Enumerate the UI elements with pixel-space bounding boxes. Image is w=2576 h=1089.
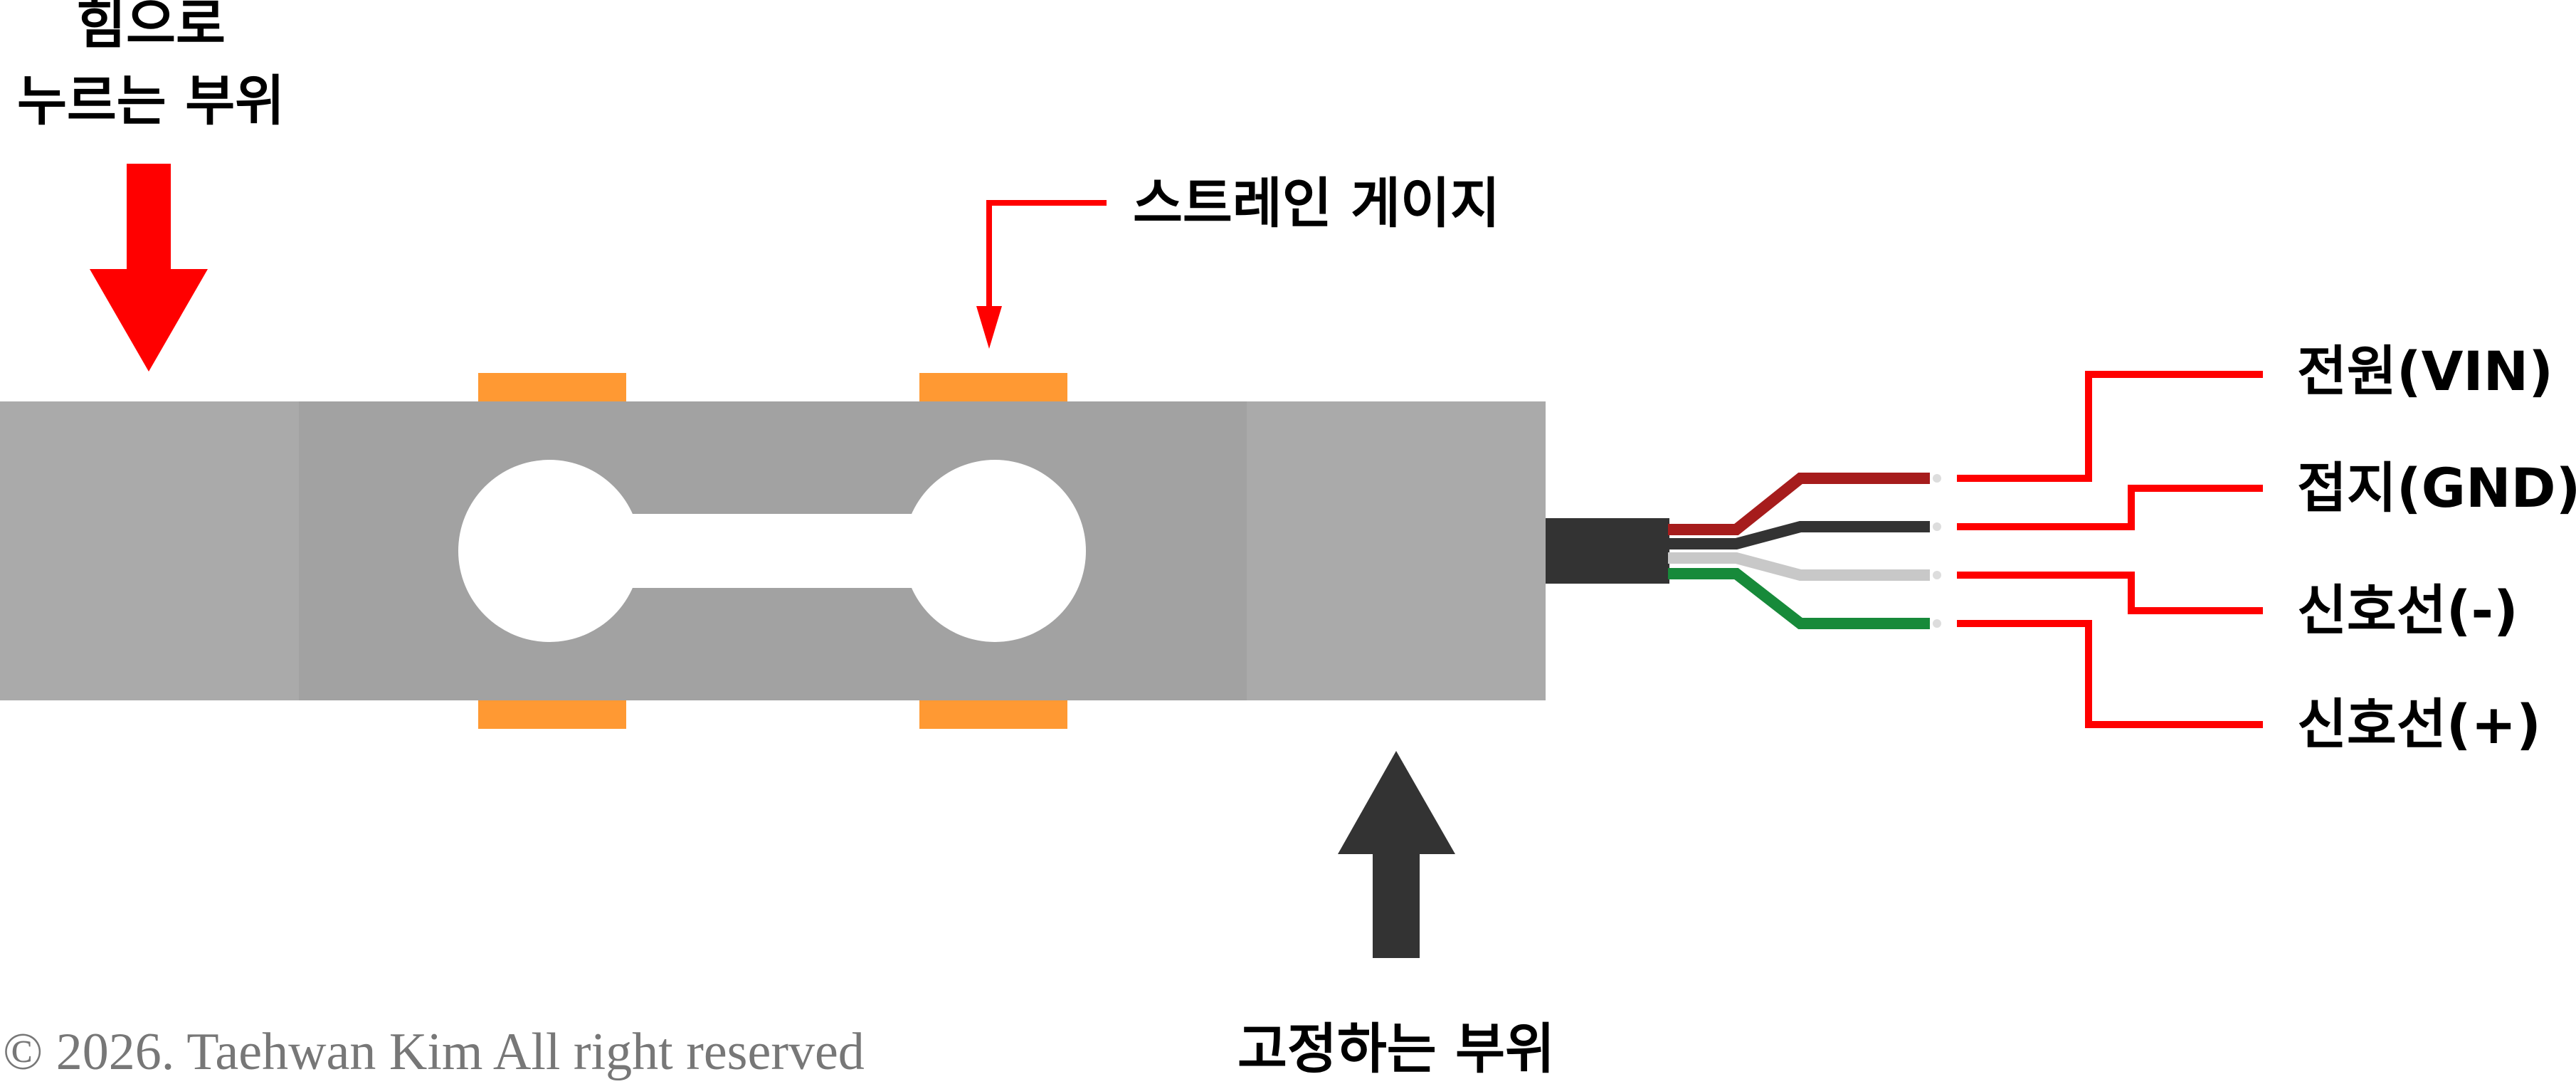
press-arrow — [90, 164, 208, 372]
hole-bridge — [549, 514, 995, 588]
strain-gauges — [478, 373, 1067, 729]
gauge-top-left — [478, 373, 626, 401]
body-right-section — [1247, 401, 1546, 700]
label-press-line1: 힘으로 — [76, 0, 226, 56]
label-signal-plus: 신호선(+) — [2297, 693, 2541, 756]
label-fixed-part: 고정하는 부위 — [1237, 1017, 1555, 1080]
gauge-top-right — [919, 373, 1067, 401]
wire-gnd — [1668, 521, 1930, 549]
leader-signal-minus — [1957, 572, 2263, 614]
label-press-line2: 누르는 부위 — [17, 69, 285, 132]
fixed-arrow — [1338, 751, 1455, 958]
label-vin: 전원(VIN) — [2297, 340, 2553, 403]
leader-gnd — [1957, 485, 2263, 530]
strain-gauge-leader — [976, 200, 1107, 349]
label-gnd: 접지(GND) — [2297, 456, 2576, 520]
wire-signal-plus — [1668, 568, 1930, 629]
load-cell-body — [0, 401, 1546, 700]
gauge-bottom-left — [478, 700, 626, 729]
wire-vin — [1668, 473, 1930, 535]
leader-signal-plus — [1957, 620, 2263, 728]
body-left-section — [0, 401, 299, 700]
gauge-bottom-right — [919, 700, 1067, 729]
cable-assembly — [1546, 473, 1941, 629]
cable-sheath — [1546, 518, 1669, 584]
copyright-notice: © 2026. Taehwan Kim All right reserved — [3, 1023, 865, 1081]
label-signal-minus: 신호선(-) — [2297, 579, 2518, 642]
leader-vin — [1957, 371, 2263, 482]
label-strain-gauge: 스트레인 게이지 — [1133, 172, 1500, 235]
wire-leaders — [1957, 371, 2263, 728]
wire-signal-minus — [1668, 552, 1930, 581]
